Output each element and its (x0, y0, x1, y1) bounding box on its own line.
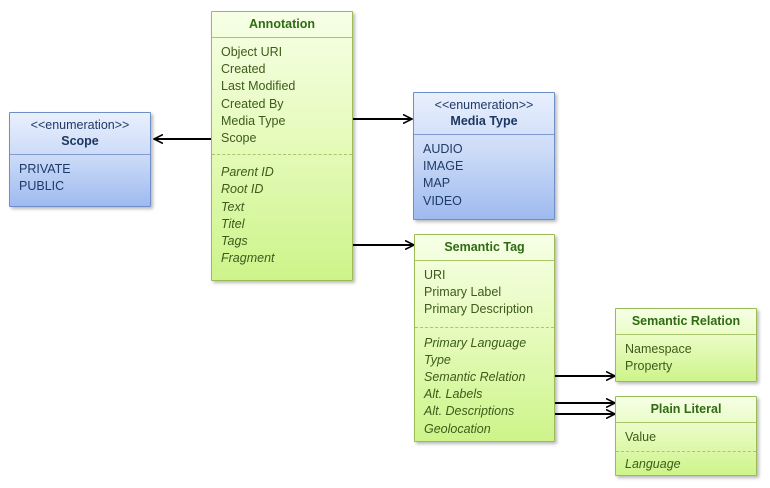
attribute: Namespace (625, 342, 692, 356)
media-type-stereotype: <<enumeration>> (434, 98, 534, 112)
attribute: Media Type (221, 113, 286, 128)
semantic-relation-title: Semantic Relation (631, 314, 741, 328)
plain-literal-title: Plain Literal (650, 402, 722, 416)
enum-value: PUBLIC (19, 179, 65, 194)
enum-value: AUDIO (423, 142, 463, 156)
plain-literal-references: Language (616, 451, 756, 477)
scope-title: Scope (61, 134, 99, 148)
semantic-tag-references: Primary Language Type Semantic Relation … (415, 326, 554, 442)
media-type-enumeration: <<enumeration>> Media Type AUDIO IMAGE M… (413, 92, 555, 220)
plain-literal-attributes: Value (616, 423, 756, 450)
attribute: Property (625, 359, 673, 374)
semantic-relation-header: Semantic Relation (616, 309, 756, 335)
attribute: URI (424, 268, 446, 282)
plain-literal-class: Plain Literal Value Language (615, 396, 757, 476)
reference: Root ID (221, 182, 264, 197)
media-type-title: Media Type (450, 114, 518, 128)
attribute: Primary Label (424, 285, 502, 300)
attribute: Created By (221, 96, 284, 111)
attribute: Scope (221, 131, 257, 146)
attribute: Value (625, 430, 657, 444)
reference: Geolocation (424, 421, 491, 436)
media-type-values: AUDIO IMAGE MAP VIDEO (414, 135, 554, 214)
reference: Parent ID (221, 165, 274, 180)
scope-enumeration: <<enumeration>> Scope PRIVATE PUBLIC (9, 112, 151, 207)
semantic-tag-class: Semantic Tag URI Primary Label Primary D… (414, 234, 555, 442)
attribute: Last Modified (221, 79, 296, 94)
annotation-header: Annotation (212, 12, 352, 38)
reference: Alt. Descriptions (424, 404, 515, 419)
plain-literal-header: Plain Literal (616, 397, 756, 423)
reference: Primary Language (424, 335, 527, 350)
reference: Fragment (221, 251, 275, 266)
scope-header: <<enumeration>> Scope (10, 113, 150, 155)
semantic-relation-class: Semantic Relation Namespace Property (615, 308, 757, 382)
annotation-class: Annotation Object URI Created Last Modif… (211, 11, 353, 281)
attribute: Created (221, 62, 266, 77)
reference: Alt. Labels (424, 387, 483, 402)
reference: Language (625, 457, 681, 472)
reference: Semantic Relation (424, 370, 526, 385)
semantic-tag-title: Semantic Tag (444, 240, 525, 254)
enum-value: IMAGE (423, 159, 464, 174)
enum-value: PRIVATE (19, 162, 71, 176)
reference: Titel (221, 216, 245, 231)
enum-value: VIDEO (423, 193, 462, 208)
reference: Tags (221, 234, 248, 249)
semantic-tag-header: Semantic Tag (415, 235, 554, 261)
reference: Type (424, 352, 451, 367)
reference: Text (221, 199, 245, 214)
annotation-references: Parent ID Root ID Text Titel Tags Fragme… (212, 154, 352, 271)
attribute: Primary Description (424, 302, 534, 317)
attribute: Object URI (221, 45, 283, 59)
semantic-tag-attributes: URI Primary Label Primary Description (415, 261, 554, 323)
media-type-header: <<enumeration>> Media Type (414, 93, 554, 135)
scope-values: PRIVATE PUBLIC (10, 155, 150, 199)
semantic-relation-attributes: Namespace Property (616, 335, 756, 379)
annotation-attributes: Object URI Created Last Modified Created… (212, 38, 352, 151)
scope-stereotype: <<enumeration>> (30, 118, 130, 132)
annotation-title: Annotation (249, 17, 315, 31)
enum-value: MAP (423, 176, 451, 191)
